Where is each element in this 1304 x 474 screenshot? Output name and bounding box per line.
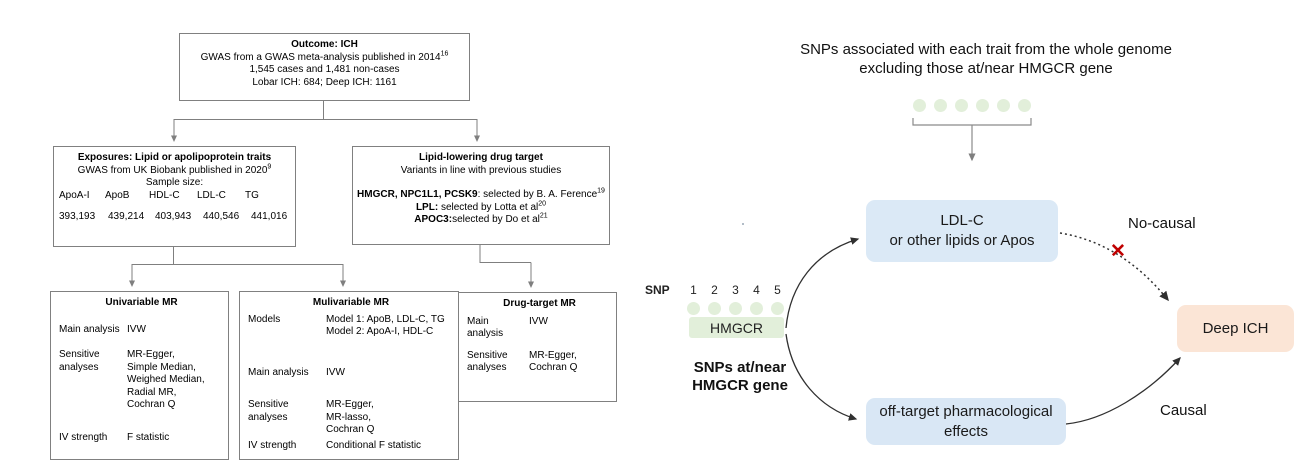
drug-target-mr-title: Drug-target MR <box>503 298 576 309</box>
univariable-mr-title: Univariable MR <box>105 297 178 308</box>
univariable-mr-box: Univariable MR Main analysis IVW Sensiti… <box>50 291 229 460</box>
off-target-effects-box: off-target pharmacological effects <box>866 398 1066 445</box>
genome-snp-dots <box>913 99 1031 112</box>
snp-dot-icon <box>997 99 1010 112</box>
multivariable-row-models: Models Model 1: ApoB, LDL-C, TG Model 2:… <box>248 313 445 338</box>
lipid-lowering-drug-target-box: Lipid-lowering drug target Variants in l… <box>352 146 610 245</box>
hmgcr-snp-dots <box>687 302 784 315</box>
exposures-box: Exposures: Lipid or apolipoprotein trait… <box>53 146 296 247</box>
outcome-line1: GWAS from a GWAS meta-analysis published… <box>200 50 449 63</box>
snps-at-near-label: SNPs at/near HMGCR gene <box>692 359 788 394</box>
snp-dot-icon <box>750 302 763 315</box>
snp-dot-icon <box>934 99 947 112</box>
lipid-lowering-title: Lipid-lowering drug target <box>419 152 543 163</box>
snp-dot-icon <box>687 302 700 315</box>
snp-dot-icon <box>771 302 784 315</box>
multivariable-row-sensitive: Sensitive analyses MR-Egger, MR-lasso, C… <box>248 399 375 435</box>
no-causal-x-icon: ✕ <box>1110 241 1126 262</box>
snp-dot-icon <box>708 302 721 315</box>
snp-row-label: SNP <box>645 283 670 297</box>
snp-numbers-row: 1 2 3 4 5 <box>690 283 781 297</box>
drug-target-row-sensitive: Sensitive analyses MR-Egger, Cochran Q <box>467 349 578 374</box>
drug-target-line-2: LPL: selected by Lotta et al20 <box>415 200 547 213</box>
snp-dot-icon <box>1018 99 1031 112</box>
drug-target-line-1: HMGCR, NPC1L1, PCSK9: selected by B. A. … <box>357 187 605 200</box>
drug-target-mr-box: Drug-target MR Main analysis IVW Sensiti… <box>458 292 617 402</box>
right-diagram-title: SNPs associated with each trait from the… <box>800 41 1172 77</box>
lipid-lowering-subtitle: Variants in line with previous studies <box>400 164 562 176</box>
outcome-line2: 1,545 cases and 1,481 non-cases <box>249 64 400 75</box>
no-causal-label: No-causal <box>1128 215 1196 232</box>
multivariable-mr-box: Mulivariable MR Models Model 1: ApoB, LD… <box>239 291 459 460</box>
multivariable-row-main: Main analysis IVW <box>248 366 345 378</box>
sample-sizes-row: 393,193 439,214 403,943 440,546 441,016 <box>59 211 288 222</box>
drug-target-line-3: APOC3:selected by Do et al21 <box>414 212 548 225</box>
snp-dot-icon <box>976 99 989 112</box>
outcome-box: Outcome: ICH GWAS from a GWAS meta-analy… <box>179 33 470 101</box>
stray-dot <box>742 223 744 225</box>
exposures-subtitle: GWAS from UK Biobank published in 20209 <box>77 163 272 176</box>
univariable-row-main: Main analysis IVW <box>59 323 146 335</box>
multivariable-row-iv: IV strength Conditional F statistic <box>248 439 422 451</box>
hmgcr-gene-box: HMGCR <box>689 317 784 338</box>
outcome-line3: Lobar ICH: 684; Deep ICH: 1161 <box>252 76 397 88</box>
univariable-row-sensitive: Sensitive analyses MR-Egger, Simple Medi… <box>59 349 205 410</box>
causal-label: Causal <box>1160 402 1207 419</box>
deep-ich-box: Deep ICH <box>1177 305 1294 352</box>
sample-size-label: Sample size: <box>145 177 204 188</box>
exposures-title: Exposures: Lipid or apolipoprotein trait… <box>77 152 272 163</box>
snp-dot-icon <box>955 99 968 112</box>
trait-names-row: ApoA-I ApoB HDL-C LDL-C TG <box>59 189 259 201</box>
drug-target-row-main: Main analysis IVW <box>467 315 548 340</box>
ldl-c-box: LDL-C or other lipids or Apos <box>866 200 1058 262</box>
snp-dot-icon <box>913 99 926 112</box>
snp-dot-icon <box>729 302 742 315</box>
multivariable-mr-title: Mulivariable MR <box>312 297 390 308</box>
outcome-title: Outcome: ICH <box>291 39 358 50</box>
univariable-row-iv: IV strength F statistic <box>59 431 170 443</box>
